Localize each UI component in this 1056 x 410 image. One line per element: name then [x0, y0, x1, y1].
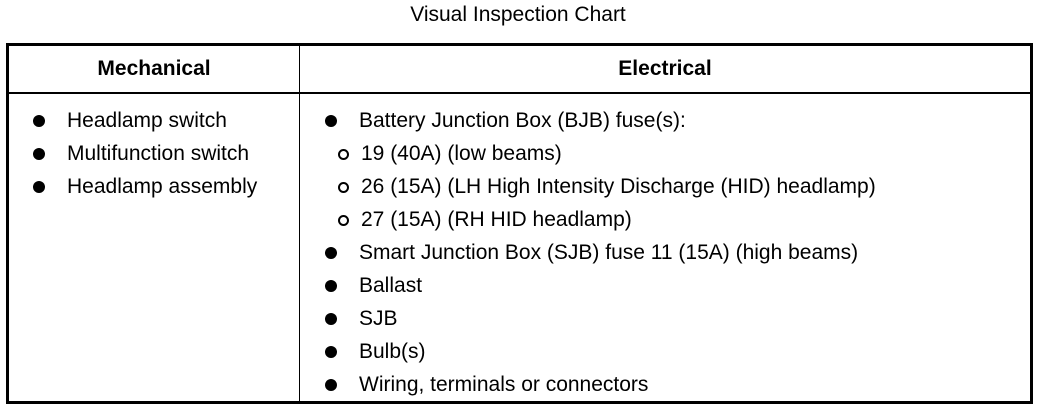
electrical-header: Electrical	[299, 44, 1032, 94]
bullet-icon	[325, 313, 337, 325]
electrical-list: Battery Junction Box (BJB) fuse(s): 19 (…	[300, 104, 1030, 401]
electrical-item: SJB	[359, 307, 398, 330]
sub-list-item: 26 (15A) (LH High Intensity Discharge (H…	[300, 170, 1030, 203]
hollow-bullet-icon	[338, 215, 349, 226]
bullet-icon	[325, 280, 337, 292]
list-item: Headlamp switch	[9, 104, 299, 137]
mechanical-item: Multifunction switch	[67, 142, 250, 165]
list-item: Multifunction switch	[9, 137, 299, 170]
chart-title: Visual Inspection Chart	[410, 3, 626, 26]
fuse-item: 27 (15A) (RH HID headlamp)	[361, 208, 632, 231]
mechanical-list: Headlamp switch Multifunction switch Hea…	[9, 104, 299, 203]
bullet-icon	[325, 379, 337, 391]
bullet-icon	[325, 247, 337, 259]
content-row: Headlamp switch Multifunction switch Hea…	[7, 92, 1032, 403]
hollow-bullet-icon	[338, 149, 349, 160]
electrical-item: Wiring, terminals or connectors	[359, 373, 649, 396]
bjb-fuses-label: Battery Junction Box (BJB) fuse(s):	[359, 109, 686, 132]
list-item: Ballast	[300, 269, 1030, 302]
header-row: Mechanical Electrical	[7, 44, 1032, 94]
list-item: Battery Junction Box (BJB) fuse(s):	[300, 104, 1030, 137]
electrical-item: Bulb(s)	[359, 340, 426, 363]
bullet-icon	[325, 346, 337, 358]
sub-list-item: 19 (40A) (low beams)	[300, 137, 1030, 170]
bjb-fuse-group: 19 (40A) (low beams) 26 (15A) (LH High I…	[300, 137, 1030, 236]
mechanical-item: Headlamp assembly	[67, 175, 258, 198]
mechanical-item: Headlamp switch	[67, 109, 227, 132]
electrical-item: Smart Junction Box (SJB) fuse 11 (15A) (…	[359, 241, 859, 264]
bullet-icon	[33, 148, 45, 160]
fuse-item: 19 (40A) (low beams)	[361, 142, 562, 165]
list-item: Smart Junction Box (SJB) fuse 11 (15A) (…	[300, 236, 1030, 269]
bullet-icon	[33, 181, 45, 193]
sub-list-item: 27 (15A) (RH HID headlamp)	[300, 203, 1030, 236]
mechanical-header: Mechanical	[7, 44, 300, 94]
bullet-icon	[33, 115, 45, 127]
list-item: SJB	[300, 302, 1030, 335]
bullet-icon	[325, 115, 337, 127]
list-item: Headlamp assembly	[9, 170, 299, 203]
visual-inspection-table: Mechanical Electrical Headlamp switch Mu…	[6, 43, 1033, 404]
electrical-cell: Battery Junction Box (BJB) fuse(s): 19 (…	[299, 92, 1032, 403]
mechanical-cell: Headlamp switch Multifunction switch Hea…	[7, 92, 300, 403]
bjb-fuse-list: 19 (40A) (low beams) 26 (15A) (LH High I…	[300, 137, 1030, 236]
list-item: Wiring, terminals or connectors	[300, 368, 1030, 401]
electrical-item: Ballast	[359, 274, 423, 297]
fuse-item: 26 (15A) (LH High Intensity Discharge (H…	[361, 175, 876, 198]
list-item: Bulb(s)	[300, 335, 1030, 368]
hollow-bullet-icon	[338, 182, 349, 193]
